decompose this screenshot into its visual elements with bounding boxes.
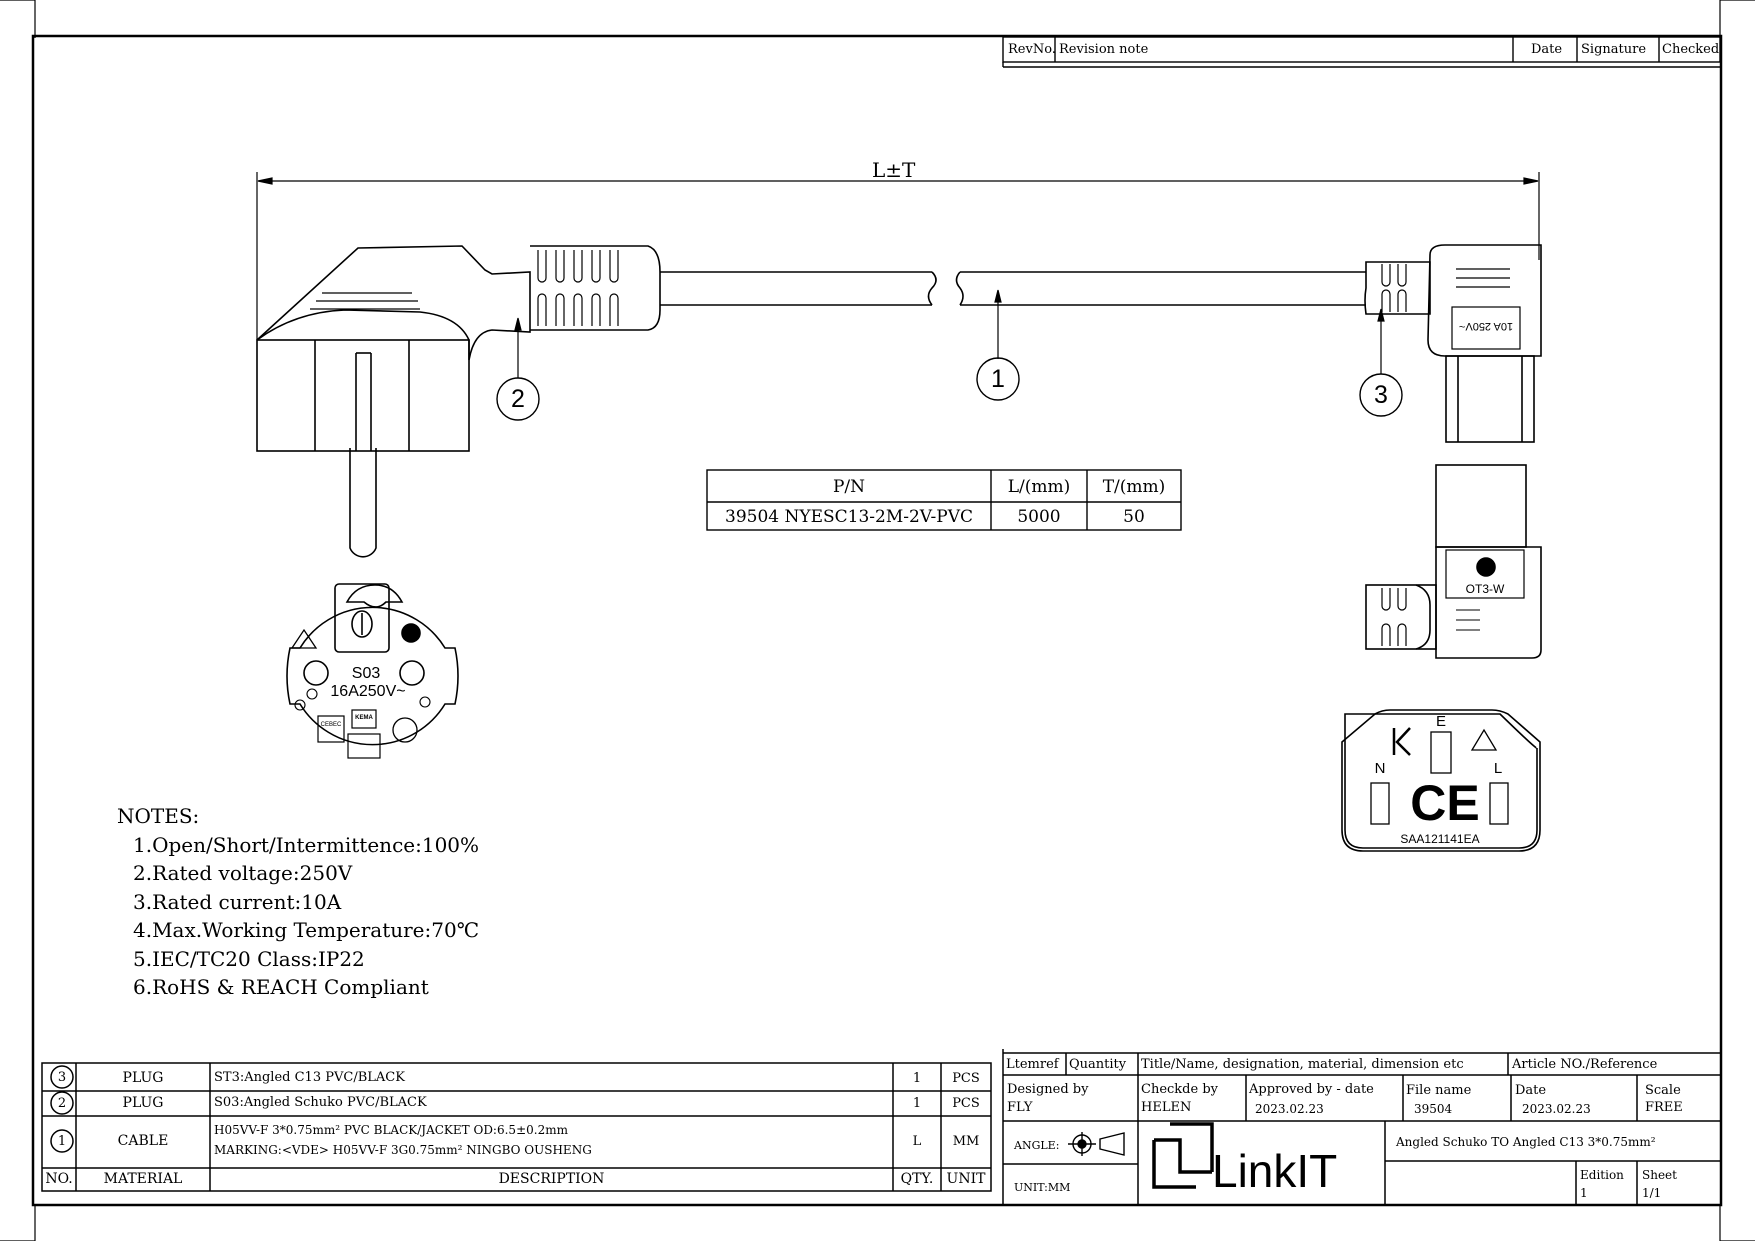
dimension-label: L±T (872, 158, 916, 182)
date-label: Date (1515, 1083, 1547, 1098)
cebec-mark: CEBEC (320, 722, 342, 728)
bom-header-qty: QTY. (900, 1171, 934, 1187)
edition-label: Edition (1580, 1168, 1624, 1182)
itemref-header: Ltemref (1006, 1057, 1059, 1072)
length-header: L/(mm) (1007, 477, 1071, 497)
pn-value: 39504 NYESC13-2M-2V-PVC (725, 507, 973, 527)
c13-earth-label: E (1435, 713, 1446, 730)
c13-approval-code: SAA121141EA (1400, 832, 1480, 846)
schuko-rating: 16A250V~ (330, 683, 406, 700)
unit-label: UNIT:MM (1014, 1181, 1071, 1194)
signature-header: Signature (1581, 42, 1647, 57)
c13-neutral-label: N (1374, 760, 1386, 777)
bom-header-material: MATERIAL (103, 1171, 183, 1187)
note-item: 6.RoHS & REACH Compliant (133, 975, 429, 999)
bom-qty: L (912, 1134, 922, 1149)
projection-symbol-icon (1068, 1132, 1125, 1156)
schuko-face-view (286, 583, 459, 759)
tolerance-value: 50 (1123, 507, 1145, 527)
bom-material: PLUG (122, 1095, 164, 1111)
notes-title: NOTES: (117, 804, 200, 828)
linkit-logo-icon (1152, 1122, 1214, 1189)
note-item: 4.Max.Working Temperature:70℃ (133, 918, 480, 942)
callout-2: 2 (511, 385, 525, 413)
approved-by-label: Approved by - date (1249, 1082, 1374, 1097)
bom-description: H05VV-F 3*0.75mm² PVC BLACK/JACKET OD:6.… (214, 1123, 568, 1137)
title-block-frame (1002, 1049, 1720, 1205)
notes: NOTES: 1.Open/Short/Intermittence:100% 2… (117, 802, 479, 1002)
schuko-plug-side-view (256, 245, 661, 558)
dimension-line (256, 172, 1540, 340)
scale-value: FREE (1645, 1100, 1683, 1115)
bom-description: ST3:Angled C13 PVC/BLACK (214, 1070, 405, 1085)
bom-table-frame (41, 1062, 992, 1192)
sheet-value: 1/1 (1642, 1186, 1662, 1200)
bom-material: CABLE (117, 1133, 169, 1149)
pn-header: P/N (832, 477, 866, 497)
kema-mark: KEMA (355, 715, 373, 721)
designed-by-value: FLY (1007, 1100, 1033, 1115)
cable (660, 271, 1366, 306)
bom-row-no: 2 (57, 1096, 67, 1111)
bom-qty: 1 (912, 1096, 922, 1111)
title-header: Title/Name, designation, material, dimen… (1141, 1057, 1464, 1072)
bom-description: MARKING:<VDE> H05VV-F 3G0.75mm² NINGBO O… (214, 1143, 592, 1157)
callout-1: 1 (991, 365, 1005, 393)
checked-by-label: Checkde by (1141, 1082, 1218, 1097)
bom-row-no: 1 (57, 1134, 67, 1149)
connector-rating-label: 10A 250V~ (1458, 320, 1514, 332)
c13-connector-face-view (1341, 709, 1541, 852)
bom-unit: MM (952, 1134, 980, 1149)
length-value: 5000 (1017, 507, 1061, 527)
angle-label: ANGLE: (1014, 1139, 1060, 1152)
checked-header: Checked (1662, 42, 1720, 57)
checked-by-value: HELEN (1141, 1100, 1192, 1115)
callout-circles (496, 357, 1403, 421)
tolerance-header: T/(mm) (1102, 477, 1166, 497)
bom-qty: 1 (912, 1071, 922, 1086)
note-item: 5.IEC/TC20 Class:IP22 (133, 946, 365, 971)
bom-material: PLUG (122, 1070, 164, 1086)
bom-row-no: 3 (57, 1070, 67, 1085)
ce-mark: CE (1410, 775, 1480, 831)
article-header: Article NO./Reference (1512, 1057, 1658, 1072)
product-title: Angled Schuko TO Angled C13 3*0.75mm² (1396, 1135, 1656, 1149)
file-name-value: 39504 (1414, 1102, 1453, 1116)
edition-value: 1 (1580, 1186, 1588, 1200)
c13-live-label: L (1493, 760, 1503, 777)
note-item: 3.Rated current:10A (133, 889, 342, 914)
rev-no-header: RevNo. (1008, 42, 1056, 57)
connector-model-label: OT3-W (1465, 582, 1505, 596)
sheet-label: Sheet (1642, 1168, 1677, 1182)
revision-table-frame (1002, 36, 1721, 68)
quantity-header: Quantity (1069, 1057, 1127, 1072)
note-item: 1.Open/Short/Intermittence:100% (133, 832, 480, 857)
revision-note-header: Revision note (1059, 42, 1149, 57)
bom-header-no: NO. (45, 1171, 73, 1187)
linkit-logo-text: LinkIT (1212, 1145, 1338, 1197)
c13-connector-side-view (1364, 244, 1542, 443)
pn-table-frame (706, 469, 1182, 531)
scale-label: Scale (1645, 1083, 1681, 1098)
c13-connector-top-view (1365, 464, 1542, 659)
bom-header-unit: UNIT (946, 1171, 986, 1187)
note-item: 2.Rated voltage:250V (133, 861, 353, 885)
sheet-border (31, 34, 1723, 1207)
approved-date: 2023.02.23 (1255, 1102, 1324, 1116)
callout-3: 3 (1374, 381, 1388, 409)
designed-by-label: Designed by (1007, 1082, 1089, 1097)
date-header: Date (1531, 42, 1563, 57)
leader-lines (514, 289, 1385, 378)
bom-description: S03:Angled Schuko PVC/BLACK (214, 1095, 427, 1110)
bom-header-description: DESCRIPTION (498, 1171, 605, 1187)
bom-unit: PCS (952, 1096, 980, 1111)
schuko-model: S03 (351, 665, 381, 682)
date-value: 2023.02.23 (1522, 1102, 1591, 1116)
bom-unit: PCS (952, 1071, 980, 1086)
file-name-label: File name (1406, 1083, 1472, 1098)
